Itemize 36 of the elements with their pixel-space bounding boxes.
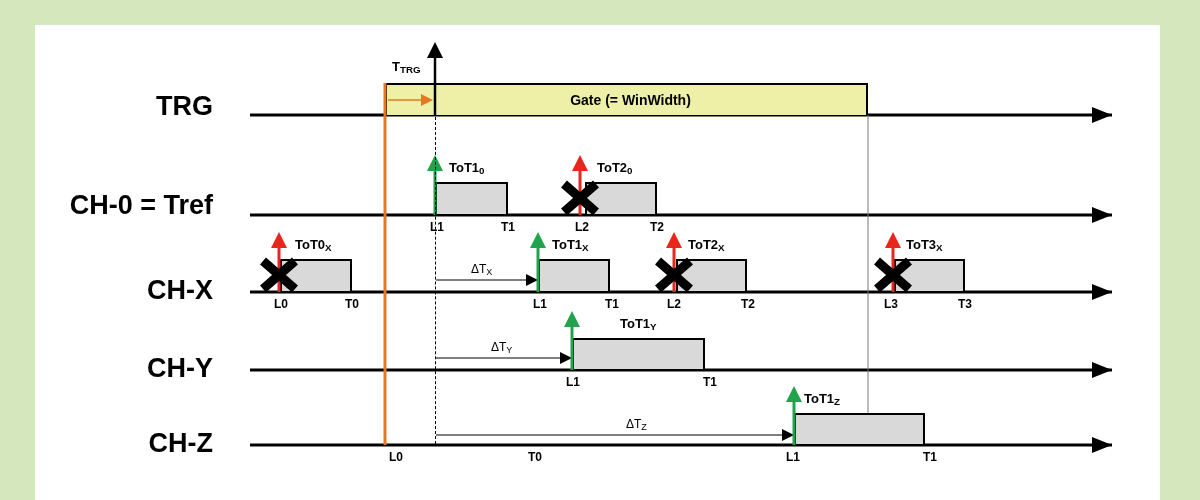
signal-name: CH-Z [148, 430, 213, 457]
time-mark: L1 [533, 298, 547, 310]
time-mark: T1 [923, 451, 937, 463]
signal-name: CH-0 = Tref [69, 192, 213, 219]
time-mark: T1 [703, 376, 717, 388]
pulse-label: ToT1$_{0}$ [449, 160, 485, 175]
pulse-label: ToT0$_{X}$ [295, 237, 332, 252]
gate-window [385, 83, 868, 115]
pulse-label: ToT1$_{Z}$ [804, 391, 841, 406]
gate-label: Gate (= WinWidth) [569, 90, 691, 110]
delay-arrow [435, 274, 539, 286]
pulse-label: ToT3$_{X}$ [906, 237, 943, 252]
reference-line [435, 117, 436, 444]
time-mark: T1 [501, 221, 515, 233]
pulse-label: ToT1$_{X}$ [552, 237, 589, 252]
time-mark: L1 [430, 221, 444, 233]
time-mark: L2 [667, 298, 681, 310]
delay-arrow [435, 352, 573, 364]
pulse-label: ToT1$_{Y}$ [620, 316, 657, 331]
edge-label: ΔT$_{Y}$ [490, 341, 514, 353]
signal-name: TRG [156, 93, 213, 120]
pulse-label: ToT2$_{X}$ [688, 237, 725, 252]
time-mark: T2 [650, 221, 664, 233]
time-mark: T0 [345, 298, 359, 310]
edge-label: ΔT$_{X}$ [470, 263, 494, 275]
time-mark: T2 [741, 298, 755, 310]
signal-name: CH-X [147, 277, 213, 304]
pulse-label: ToT2$_{0}$ [597, 160, 633, 175]
signal-name: CH-Y [147, 355, 213, 382]
edge-label: ΔT$_{Z}$ [625, 418, 648, 430]
time-mark: T1 [605, 298, 619, 310]
time-mark: T0 [528, 451, 542, 463]
delay-arrow [435, 429, 795, 441]
time-mark: L2 [575, 221, 589, 233]
time-mark: L0 [389, 451, 403, 463]
time-mark: T3 [958, 298, 972, 310]
